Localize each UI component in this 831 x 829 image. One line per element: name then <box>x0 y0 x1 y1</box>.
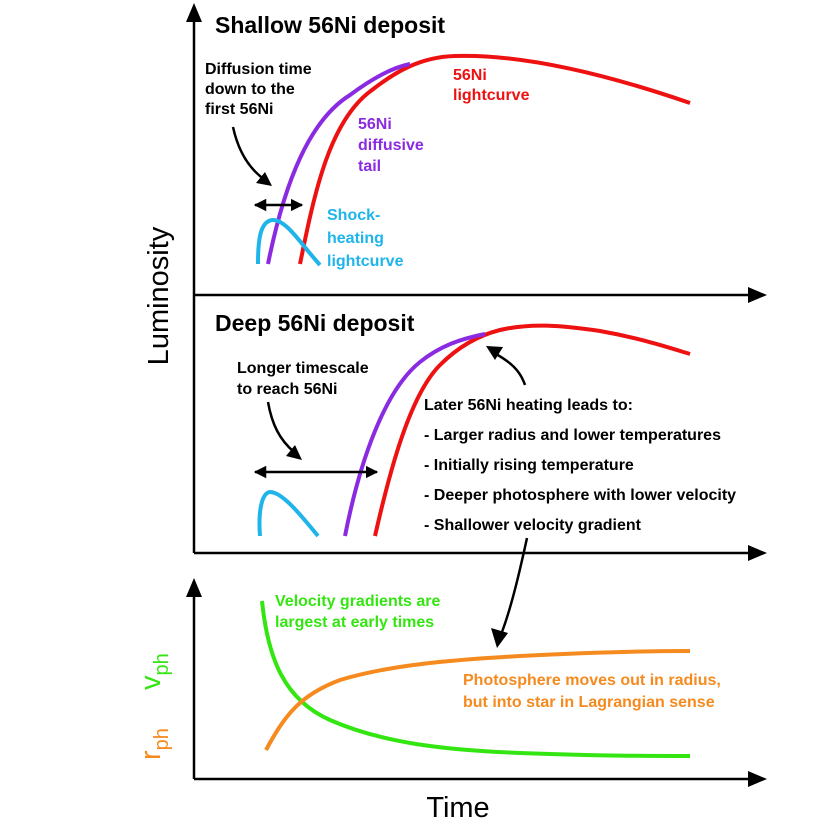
middle-later-heating-arrow <box>495 352 527 386</box>
luminosity-axis-label: Luminosity <box>143 226 175 365</box>
middle-diffusive-tail <box>343 332 486 537</box>
middle-later-heating-arrowhead <box>486 346 503 360</box>
top-diffusion-pointer-arrowhead <box>256 172 272 186</box>
bottom-y-axis-arrowhead <box>186 578 202 597</box>
svg-text:rph: rph <box>135 728 173 760</box>
rph-symbol: r <box>135 750 167 760</box>
later-heating-line-3: - Initially rising temperature <box>424 457 634 474</box>
vph-symbol: v <box>135 675 167 690</box>
top-y-axis-arrowhead <box>186 3 202 22</box>
middle-timescale-pointer-arrowhead <box>286 445 302 460</box>
rph-subscript: ph <box>151 728 173 750</box>
diffusive-tail-line-2: diffusive <box>358 137 424 154</box>
top-ni-lightcurve <box>298 53 691 265</box>
bottom-x-axis-arrowhead <box>748 771 767 787</box>
bottom-velocity-annotation: Velocity gradients are largest at early … <box>275 593 441 631</box>
vph-axis-label: vph <box>135 653 173 690</box>
gradient-to-bottom-arrowhead <box>491 628 508 648</box>
vph-subscript: ph <box>151 653 173 675</box>
middle-x-axis-arrowhead <box>748 545 767 561</box>
later-heating-line-2: - Larger radius and lower temperatures <box>424 427 721 444</box>
velocity-curve <box>260 600 691 758</box>
bottom-photosphere-annotation: Photosphere moves out in radius, but int… <box>463 672 721 711</box>
top-shock-heating-annotation: Shock- heating lightcurve <box>327 207 404 270</box>
middle-timescale-annotation: Longer timescale to reach 56Ni <box>237 360 369 398</box>
shock-heating-line-1: Shock- <box>327 207 380 224</box>
shock-heating-line-2: heating <box>327 230 384 247</box>
shock-heating-line-3: lightcurve <box>327 253 404 270</box>
top-x-axis-arrowhead <box>748 287 767 303</box>
later-heating-line-1: Later 56Ni heating leads to: <box>424 397 633 414</box>
later-heating-line-4: - Deeper photosphere with lower velocity <box>424 487 736 504</box>
diffusion-line-3: first 56Ni <box>205 101 273 118</box>
top-diffusive-tail-annotation: 56Ni diffusive tail <box>358 116 424 175</box>
velocity-line-1: Velocity gradients are <box>275 593 441 610</box>
middle-shock-heating-curve <box>257 489 320 538</box>
diffusion-line-2: down to the <box>205 81 295 98</box>
middle-panel-title: Deep 56Ni deposit <box>215 310 415 336</box>
diffusive-tail-line-3: tail <box>358 158 381 175</box>
photosphere-line-1: Photosphere moves out in radius, <box>463 672 721 689</box>
gradient-to-bottom-arrow <box>500 537 529 633</box>
timescale-line-2: to reach 56Ni <box>237 381 337 398</box>
top-ni-lightcurve-annotation: 56Ni lightcurve <box>453 67 530 104</box>
photosphere-line-2: but into star in Lagrangian sense <box>463 694 715 711</box>
timescale-line-1: Longer timescale <box>237 360 369 377</box>
top-diffusion-annotation: Diffusion time down to the first 56Ni <box>205 61 312 118</box>
ni-lightcurve-line-2: lightcurve <box>453 87 530 104</box>
top-diffusion-pointer-arrow <box>231 126 266 182</box>
middle-ni-lightcurve <box>373 323 691 537</box>
ni-lightcurve-line-1: 56Ni <box>453 67 487 84</box>
velocity-line-2: largest at early times <box>275 614 434 631</box>
middle-timescale-pointer-arrow <box>266 401 295 453</box>
later-heating-line-5: - Shallower velocity gradient <box>424 517 642 534</box>
diffusive-tail-line-1: 56Ni <box>358 116 392 133</box>
axes <box>186 3 767 787</box>
middle-later-heating-annotation: Later 56Ni heating leads to: - Larger ra… <box>424 397 736 534</box>
diffusion-line-1: Diffusion time <box>205 61 312 78</box>
top-panel-title: Shallow 56Ni deposit <box>215 12 445 38</box>
top-shock-heating-curve <box>256 218 322 267</box>
radius-curve <box>264 649 691 751</box>
time-axis-label: Time <box>426 792 489 824</box>
rph-axis-label: rph <box>135 728 173 760</box>
svg-text:vph: vph <box>135 653 173 690</box>
